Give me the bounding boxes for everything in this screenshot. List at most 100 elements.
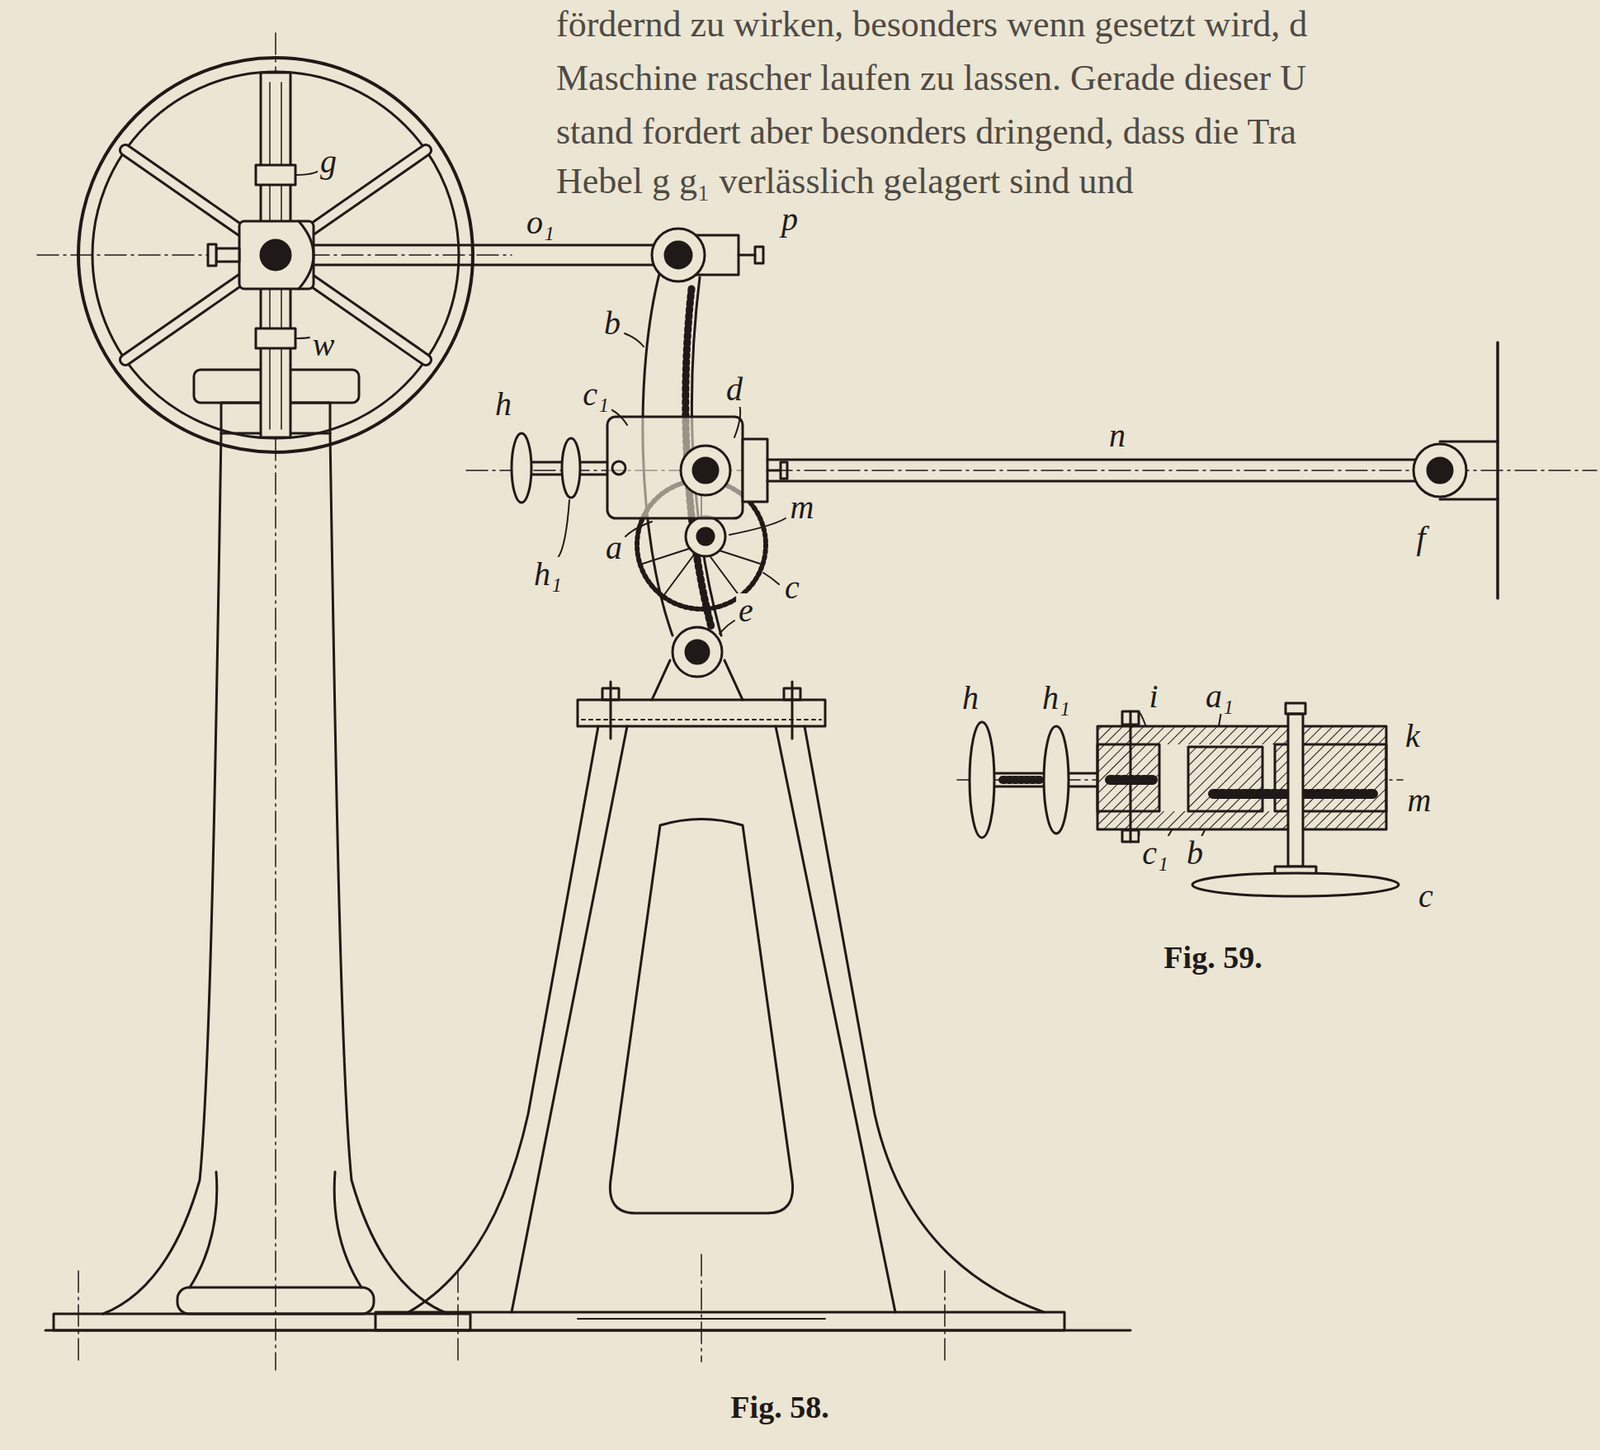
crosshead-block	[607, 416, 743, 519]
connecting-rod	[315, 264, 654, 267]
pinion-shaft	[697, 528, 714, 545]
part-letter: h₁	[1039, 680, 1073, 716]
hand-wheel-h1	[561, 438, 581, 498]
crosshead-clamp	[742, 438, 768, 502]
part-letter: m	[788, 490, 817, 525]
section-view	[957, 703, 1403, 897]
figure-caption: Fig. 58.	[727, 1390, 831, 1424]
housing-wall	[1097, 811, 1387, 830]
anchor-bolt	[609, 681, 613, 739]
housing-wall	[1097, 726, 1387, 745]
center-line	[457, 1270, 459, 1362]
clamp-bolt	[767, 469, 781, 472]
pedestal-leg	[511, 726, 628, 1313]
column-foot	[177, 1287, 374, 1314]
part-letter: h	[959, 680, 982, 716]
leader-line	[719, 620, 735, 634]
hub-bolt	[216, 248, 240, 262]
part-letter: h	[492, 387, 515, 422]
bolt-nut	[602, 688, 619, 700]
leader-line	[624, 333, 644, 347]
column-rib	[334, 1171, 362, 1288]
leader-lines	[295, 169, 1222, 841]
bearing-bracket	[651, 660, 671, 700]
column-rib	[189, 1171, 218, 1288]
bolt-nut	[1285, 703, 1306, 714]
running-text: Hebel g g₁ verlässlich gelagert sind und	[556, 163, 1134, 200]
leader-line	[729, 518, 786, 535]
pedestal-outline	[804, 726, 1044, 1313]
bearing-bracket	[724, 660, 743, 700]
hand-wheel-h1	[1043, 726, 1069, 834]
wheel-column	[53, 369, 471, 1331]
center-lines	[37, 33, 1597, 1370]
wheel-spoke	[125, 278, 242, 360]
part-letter: k	[1402, 718, 1423, 754]
part-letter: n	[1106, 418, 1129, 454]
part-letter: c	[782, 570, 803, 605]
anchor-bolt	[791, 681, 794, 739]
running-text: fördernd zu wirken, besonders wenn geset…	[556, 6, 1308, 43]
screw-thread	[1002, 775, 1040, 784]
base-plate	[375, 1312, 1065, 1331]
wheel-hub	[239, 221, 314, 289]
wall-bracket	[1439, 440, 1498, 444]
crosshead-pivot	[680, 445, 731, 496]
center-line	[77, 1270, 80, 1362]
rod-head	[651, 228, 764, 282]
leader-line	[734, 404, 741, 438]
lever-pivot	[672, 627, 723, 677]
center-line	[943, 1270, 946, 1362]
wheel-spoke	[125, 278, 242, 360]
part-letter: w	[310, 327, 338, 363]
screw-nut-section	[1097, 744, 1160, 812]
hand-wheel-c	[1192, 873, 1399, 897]
slotted-crank-arm	[260, 72, 291, 438]
bolt-nut	[207, 244, 217, 266]
lever-pedestal	[45, 681, 1131, 1331]
connecting-rod	[315, 244, 654, 247]
part-letter: b	[601, 306, 624, 341]
wheel-spoke	[125, 150, 242, 232]
base-plate-edge	[577, 1317, 826, 1320]
rod-end-bolt	[738, 254, 756, 257]
wall-line	[1496, 342, 1500, 599]
part-letter: h₁	[531, 556, 565, 592]
wheel-rim	[78, 57, 473, 453]
bolt-nut	[1122, 711, 1139, 725]
running-text: stand fordert aber besonders dringend, d…	[556, 113, 1297, 151]
flywheel	[78, 57, 473, 453]
crosshead	[511, 416, 788, 519]
part-letter: o₁	[523, 205, 557, 241]
pivot-pin	[665, 241, 692, 269]
housing-section	[1097, 726, 1387, 830]
pedestal-top-plate	[577, 699, 826, 727]
running-text: Maschine rascher laufen zu lassen. Gerad…	[556, 60, 1307, 97]
hand-wheel-h	[969, 722, 995, 838]
column-outline	[330, 433, 449, 1314]
pedestal-leg	[775, 726, 896, 1313]
part-letter: c₁	[580, 377, 612, 412]
wall-pivot	[1413, 443, 1467, 497]
leader-line	[295, 169, 321, 175]
pivot-pin	[1427, 457, 1453, 483]
part-letter: f	[1413, 520, 1428, 556]
pull-rod	[767, 458, 1416, 462]
part-letter: b	[1184, 835, 1206, 871]
part-letter: g	[317, 144, 340, 180]
screw-thread	[1109, 774, 1156, 785]
center-line	[700, 1254, 703, 1362]
wheel-spoke	[125, 150, 242, 232]
part-letter: m	[1405, 783, 1435, 818]
part-letter: c	[1415, 878, 1436, 914]
slide-block	[255, 165, 296, 185]
leader-line	[610, 409, 628, 425]
part-letter: a	[603, 530, 625, 566]
pivot-pin	[693, 457, 718, 483]
wall-bracket	[1439, 498, 1498, 501]
wheel-shaft	[1288, 713, 1303, 867]
part-letter: e	[736, 593, 756, 628]
hub-boss	[298, 221, 314, 289]
leader-line	[763, 572, 779, 585]
